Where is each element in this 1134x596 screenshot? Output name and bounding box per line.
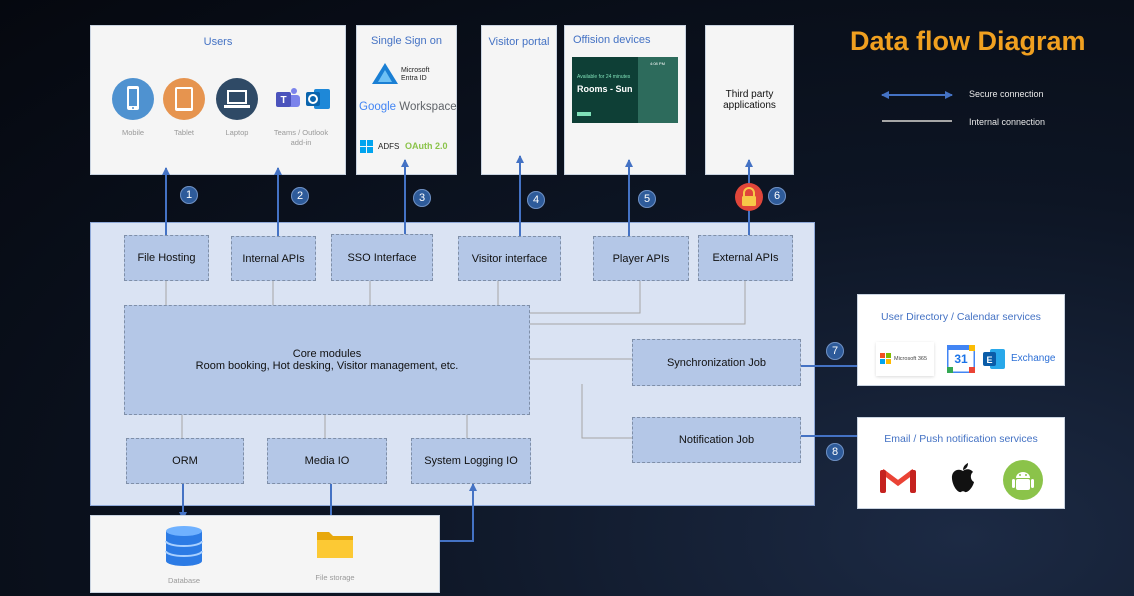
- windows-icon: [360, 140, 374, 154]
- database-icon: [164, 525, 204, 567]
- storage-box: [90, 515, 440, 593]
- google-calendar-icon: 31: [945, 343, 977, 375]
- internal-apis-module: Internal APIs: [231, 236, 316, 281]
- adfs-label: ADFS: [378, 142, 400, 151]
- gmail-icon: [880, 466, 916, 494]
- badge-8: 8: [826, 443, 844, 461]
- screen-availability: Available for 24 minutes: [577, 74, 631, 80]
- diagram-title: Data flow Diagram: [850, 26, 1086, 56]
- visitor-portal-box: Visitor portal: [481, 25, 557, 175]
- visitor-interface-module: Visitor interface: [458, 236, 561, 281]
- third-party-line2: applications: [723, 100, 776, 111]
- mobile-label: Mobile: [121, 128, 145, 137]
- tablet-label: Tablet: [173, 128, 194, 137]
- laptop-icon: [216, 78, 258, 120]
- user-directory-title: User Directory / Calendar services: [881, 311, 1041, 323]
- google-wordmark: Google: [359, 101, 397, 113]
- microsoft-365-label: Microsoft 365: [894, 356, 928, 362]
- badge-7: 7: [826, 342, 844, 360]
- badge-4: 4: [527, 191, 545, 209]
- google-workspace-logo: Google Workspace: [359, 101, 457, 113]
- exchange-icon: E: [982, 347, 1006, 371]
- android-icon: [1003, 460, 1043, 500]
- external-apis-module: External APIs: [698, 235, 793, 281]
- outlook-icon: [305, 86, 331, 112]
- lock-icon: [735, 183, 763, 211]
- screen-room-name: Rooms - Sun: [577, 84, 633, 94]
- svg-text:T: T: [280, 95, 286, 106]
- entra-id-label-2: Entra ID: [401, 75, 427, 82]
- legend-internal-label: Internal connection: [969, 117, 1046, 127]
- badge-2: 2: [291, 187, 309, 205]
- sso-interface-module: SSO Interface: [331, 234, 433, 281]
- folder-icon: [316, 528, 354, 560]
- core-modules-description: Room booking, Hot desking, Visitor manag…: [195, 360, 459, 372]
- media-io-module: Media IO: [267, 438, 387, 484]
- system-logging-io-module: System Logging IO: [411, 438, 531, 484]
- exchange-label: Exchange: [1011, 353, 1056, 364]
- microsoft-365-icon: [880, 353, 891, 364]
- svg-text:E: E: [986, 355, 992, 365]
- apple-icon: [949, 462, 977, 494]
- entra-id-label-1: Microsoft: [401, 67, 430, 74]
- notification-services-title: Email / Push notification services: [884, 433, 1038, 445]
- visitor-portal-title: Visitor portal: [488, 36, 550, 48]
- teams-icon: T: [275, 87, 301, 111]
- sso-title: Single Sign on: [371, 35, 442, 47]
- calendar-day: 31: [954, 352, 968, 366]
- file-hosting-module: File Hosting: [124, 235, 209, 281]
- workspace-wordmark: Workspace: [399, 101, 457, 113]
- laptop-label: Laptop: [225, 128, 249, 137]
- badge-3: 3: [413, 189, 431, 207]
- screen-time: 4:08 PM: [650, 61, 665, 66]
- offision-devices-title: Offision devices: [573, 34, 651, 46]
- core-modules-title: Core modules: [292, 348, 362, 360]
- badge-6: 6: [768, 187, 786, 205]
- synchronization-job: Synchronization Job: [632, 339, 801, 386]
- third-party-box: Third party applications: [705, 25, 794, 175]
- users-title: Users: [203, 36, 233, 48]
- secure-arrows: [162, 91, 953, 545]
- notification-job: Notification Job: [632, 417, 801, 463]
- internal-lines: [165, 120, 952, 439]
- tablet-icon: [163, 78, 205, 120]
- teams-outlook-label: Teams / Outlook add-in: [273, 128, 329, 147]
- offision-device-screen: Available for 24 minutes Rooms - Sun 4:0…: [572, 57, 678, 123]
- oauth-label: OAuth 2.0: [405, 141, 448, 151]
- badge-1: 1: [180, 186, 198, 204]
- orm-module: ORM: [126, 438, 244, 484]
- database-label: Database: [167, 576, 201, 585]
- legend-secure-label: Secure connection: [969, 89, 1044, 99]
- file-storage-label: File storage: [315, 573, 355, 582]
- microsoft-365-logo: Microsoft 365: [876, 342, 934, 376]
- mobile-icon: [112, 78, 154, 120]
- third-party-line1: Third party: [725, 89, 774, 100]
- player-apis-module: Player APIs: [593, 236, 689, 281]
- badge-5: 5: [638, 190, 656, 208]
- core-modules: Core modules Room booking, Hot desking, …: [124, 305, 530, 415]
- entra-id-icon: [371, 62, 399, 86]
